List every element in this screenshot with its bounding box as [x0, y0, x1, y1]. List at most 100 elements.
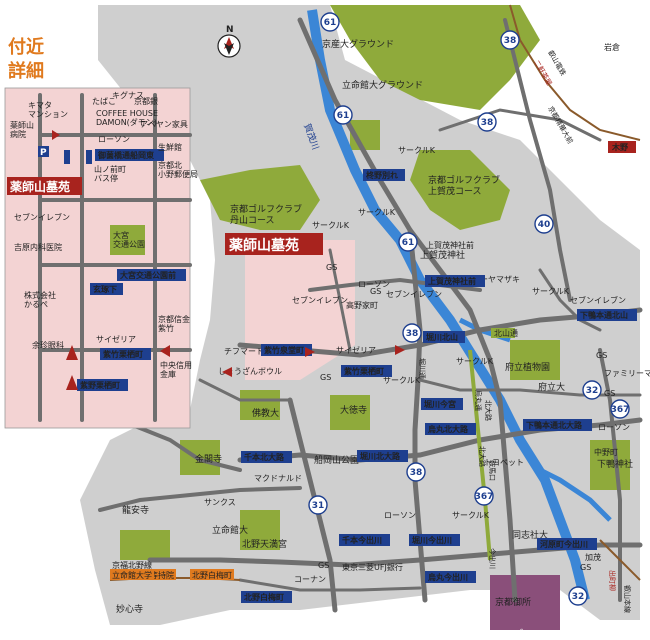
inset-label-yoshihara2: 余珍眼科: [32, 340, 64, 350]
circle-route-icon: 32: [568, 586, 588, 606]
circle-route-icon: 38: [406, 462, 426, 482]
inset-map: 付近 詳細 薬師山墓苑 P キマタマンション薬師山病院たばこ京都銀キグナスCOF…: [4, 36, 198, 429]
inset-label-lawson: ローソン: [98, 135, 130, 144]
route-number: 32: [572, 592, 585, 602]
green-label-ryuanji: 龍安寺: [122, 504, 149, 516]
green-label-botanical: 府立植物園: [505, 361, 550, 373]
green-label-shimogamo: 下鴨神社: [597, 458, 633, 470]
bus-stop-icon: [64, 150, 92, 164]
green-label-kitano: 北野天満宮: [242, 538, 287, 550]
small-label-shouzen: しょうざんボウル: [218, 366, 282, 376]
gosho-area: [490, 575, 560, 630]
inset-labels: キマタマンション薬師山病院たばこ京都銀キグナスCOFFEE HOUSEDAMON…: [10, 90, 198, 391]
blue-box-shiroyasu: [363, 169, 405, 181]
inset-label-kimata-line-0: キマタ: [28, 101, 52, 110]
route-number: 32: [586, 386, 599, 396]
inset-background: [4, 87, 191, 429]
inset-label-bank-line-0: 京都信金: [158, 314, 190, 324]
green-label-ritsumeikan: 立命館大: [212, 524, 248, 536]
small-label-gs4: GS: [596, 351, 607, 360]
small-label-kamogawa: 加茂: [585, 552, 601, 562]
green-hills: [120, 5, 630, 560]
green-label-ritsumei: 立命館大グラウンド: [342, 79, 423, 91]
main-site-label: 薬師山墓苑: [229, 237, 299, 254]
blue-label-shiroyasu: 柊野別れ: [365, 170, 398, 180]
small-label-gs7: GS: [318, 561, 329, 570]
main-site-badge: 薬師山墓苑: [225, 233, 323, 255]
blue-label-karasuma_ki: 烏丸北大路: [428, 424, 469, 434]
small-label-circle_k7: サークルK: [358, 208, 396, 217]
small-label-circle_k2: サークルK: [312, 221, 350, 230]
small-label-lawson1: ローソン: [358, 280, 390, 289]
circle-route-icon: 367: [610, 399, 630, 419]
inset-label-coffee-line-1: DAMON(ダモン): [96, 117, 157, 127]
blue-box-horikawa_kuma: [421, 398, 463, 410]
green-label-kinkaku: 金閣寺: [195, 453, 222, 465]
route-number: 31: [312, 501, 325, 511]
blue-box-kamigamo_m: [425, 275, 485, 287]
small-label-gs6: GS: [580, 563, 591, 572]
blue-label-kamigamo_hi: 上賀茂神社前: [426, 240, 474, 250]
inset-blue-box-omiya_park: [117, 269, 186, 281]
main-map-area: [80, 5, 640, 630]
blue-box-shichiku_k: [341, 365, 392, 377]
inset-label-kaisha-line-1: かるぺ: [24, 300, 48, 309]
route-number: 38: [504, 36, 517, 46]
main-labels: 京都ゴルフクラブ丹山コース京都ゴルフクラブ上賀茂コース京産大グラウンド立命館大グ…: [116, 38, 650, 615]
circle-route-icon: 61: [333, 105, 353, 125]
inset-label-chuo-line-1: 金庫: [160, 369, 176, 379]
green-label-golf1-line-1: 丹山コース: [230, 215, 275, 226]
inset-label-omiya_park: 大宮交通公園前: [120, 270, 176, 280]
small-label-family: ファミリーマート: [604, 369, 650, 378]
inset-arrows: [52, 130, 170, 390]
route-number: 61: [324, 18, 337, 28]
rail-label-kitaoji_line: 北大路: [484, 400, 493, 421]
circle-route-icon: 61: [320, 12, 340, 32]
blue-box-shimogamo_ki: [523, 419, 592, 431]
inset-label-yoshihara: 吉原内科医院: [14, 242, 62, 252]
blue-label-horikawa_k: 堀川北山: [426, 332, 458, 342]
small-label-mcd: マクドナルド: [254, 474, 302, 483]
inset-label-post-line-0: 京都北: [158, 160, 182, 170]
orange-box-tojiin: [148, 569, 176, 580]
north-arrow-icon: N: [217, 25, 241, 58]
green-label-stadium: 京産大グラウンド: [322, 38, 394, 50]
small-label-circle_k5: サークルK: [452, 511, 490, 520]
inset-park: [110, 225, 145, 255]
circle-route-icon: 38: [500, 30, 520, 50]
kitayama-line-badge: [491, 328, 515, 338]
parking-icon: P: [38, 146, 49, 158]
inset-label-kimata-line-1: マンション: [28, 110, 68, 119]
green-label-bukkyo: 佛教大: [252, 407, 279, 419]
inset-label-saikaya: キグナス: [112, 90, 144, 100]
blue-box-shichiku_s: [261, 344, 312, 356]
inset-blue-box-shichiku_kuri: [100, 348, 151, 360]
route-number: 367: [475, 492, 494, 502]
small-label-nakamachi: 中野町: [594, 447, 618, 457]
direction-arrow-icon: [395, 345, 405, 355]
small-label-lawson3: ローソン: [384, 511, 416, 520]
direction-arrow-icon: [222, 367, 232, 377]
blue-box-karasuma_i: [425, 571, 476, 583]
green-label-golf2-line-0: 京都ゴルフクラブ: [428, 174, 500, 186]
blue-label-kawaramachi_i: 河原町今出川: [540, 539, 588, 549]
orange-box-kitano_e: [190, 569, 234, 580]
svg-text:P: P: [40, 148, 47, 158]
rail-label-keifuku: 京福北野線: [112, 560, 152, 570]
small-label-kitaoji: 北大路: [478, 446, 487, 467]
orange-label-tojiin: 等持院: [150, 570, 174, 580]
small-label-saizeriya: サイゼリア: [336, 345, 376, 355]
route-number: 61: [337, 111, 350, 121]
blue-label-shimogamo_k: 下鴨本通北山: [580, 310, 628, 320]
blue-label-horikawa_ki: 堀川北大路: [360, 451, 401, 461]
inset-site-badge: 薬師山墓苑: [7, 177, 82, 195]
small-label-gs1: GS: [326, 263, 337, 272]
inset-label-kaisha-line-0: 株式会社: [24, 290, 56, 300]
small-label-circle_k1: サークルK: [398, 146, 436, 155]
inset-label-genbu: 玄琢下: [93, 284, 117, 294]
inset-title-1: 付近: [8, 36, 44, 58]
blue-box-kitano_h: [241, 591, 292, 603]
small-label-horikawa: 堀川通: [418, 358, 427, 379]
small-label-seven1: セブンイレブン: [292, 295, 348, 305]
small-label-tohoku: トヨペット: [484, 458, 524, 467]
